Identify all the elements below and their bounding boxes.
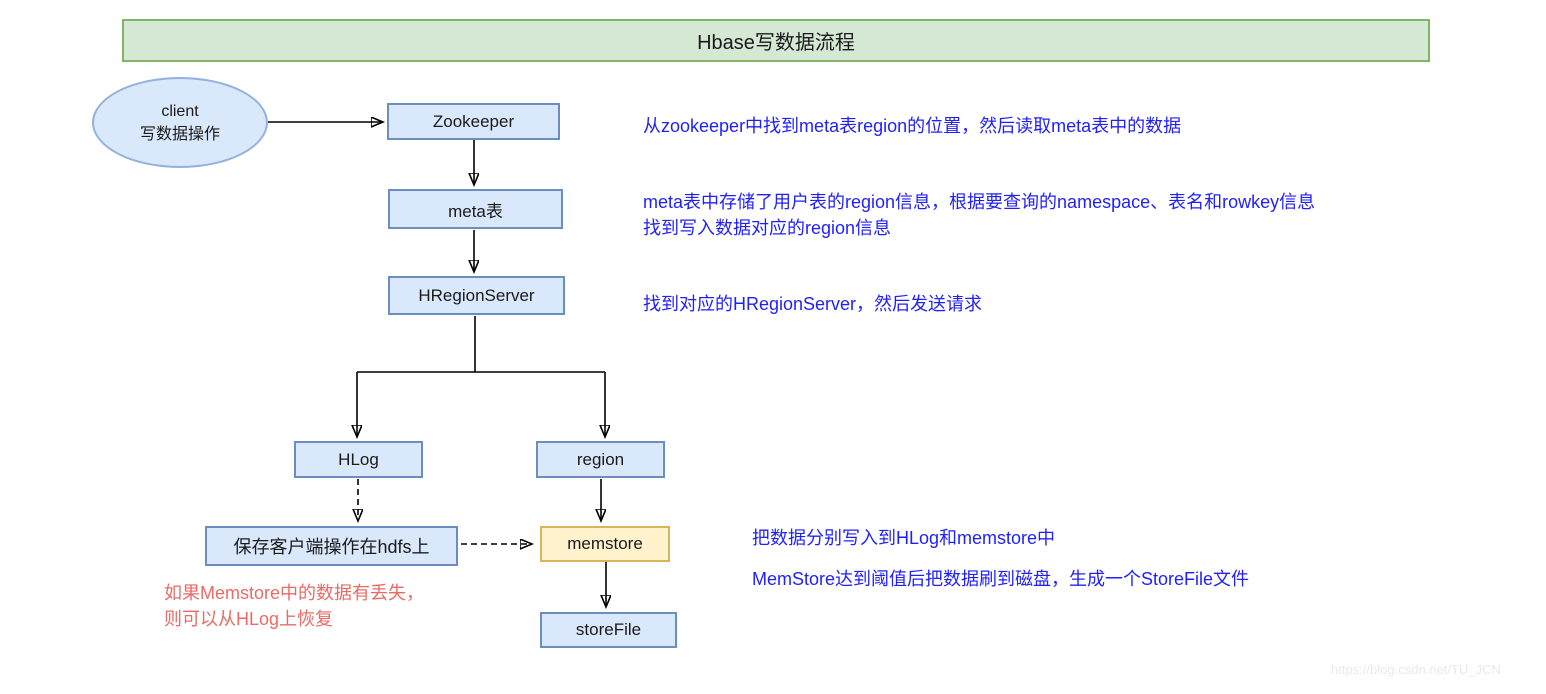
diagram-title-label: Hbase写数据流程 — [697, 32, 855, 54]
annotation-step2: meta表中存储了用户表的region信息，根据要查询的namespace、表名… — [643, 189, 1315, 241]
node-region-label: region — [576, 449, 625, 469]
node-region: region — [536, 441, 665, 478]
annotation-step2-line2: 找到写入数据对应的region信息 — [643, 218, 892, 238]
annotation-step2-line1: meta表中存储了用户表的region信息，根据要查询的namespace、表名… — [643, 192, 1316, 212]
node-zookeeper: Zookeeper — [387, 103, 560, 140]
annotation-step3: 找到对应的HRegionServer，然后发送请求 — [643, 294, 983, 314]
node-memstore-label: memstore — [567, 534, 643, 553]
node-hregionserver-label: HRegionServer — [418, 285, 535, 305]
node-meta-table: meta表 — [388, 189, 563, 229]
watermark-url: https://blog.csdn.net/TU_JCN — [1331, 662, 1501, 677]
node-hdfs-save: 保存客户端操作在hdfs上 — [205, 526, 458, 566]
node-hlog-label: HLog — [338, 449, 379, 469]
node-zookeeper-label: Zookeeper — [432, 111, 515, 131]
node-hregionserver: HRegionServer — [388, 276, 565, 315]
annotation-step5: MemStore达到阈值后把数据刷到磁盘，生成一个StoreFile文件 — [752, 569, 1250, 589]
node-hdfs-save-label: 保存客户端操作在hdfs上 — [233, 537, 430, 557]
node-hlog: HLog — [294, 441, 423, 478]
diagram-title: Hbase写数据流程 — [122, 19, 1430, 62]
node-client-label-line2: 写数据操作 — [139, 125, 220, 143]
node-client-label-line1: client — [161, 102, 199, 120]
node-meta-table-label: meta表 — [448, 201, 503, 221]
annotation-step1: 从zookeeper中找到meta表region的位置，然后读取meta表中的数… — [643, 116, 1182, 136]
node-storefile: storeFile — [540, 612, 677, 648]
node-memstore: memstore — [540, 526, 670, 562]
annotation-recovery-note-line1: 如果Memstore中的数据有丢失， — [164, 583, 425, 603]
annotation-step4: 把数据分别写入到HLog和memstore中 — [752, 528, 1056, 548]
node-client: client 写数据操作 — [92, 77, 268, 168]
annotation-recovery-note: 如果Memstore中的数据有丢失， 则可以从HLog上恢复 — [164, 580, 424, 632]
annotation-recovery-note-line2: 则可以从HLog上恢复 — [164, 609, 334, 629]
node-storefile-label: storeFile — [575, 620, 642, 639]
